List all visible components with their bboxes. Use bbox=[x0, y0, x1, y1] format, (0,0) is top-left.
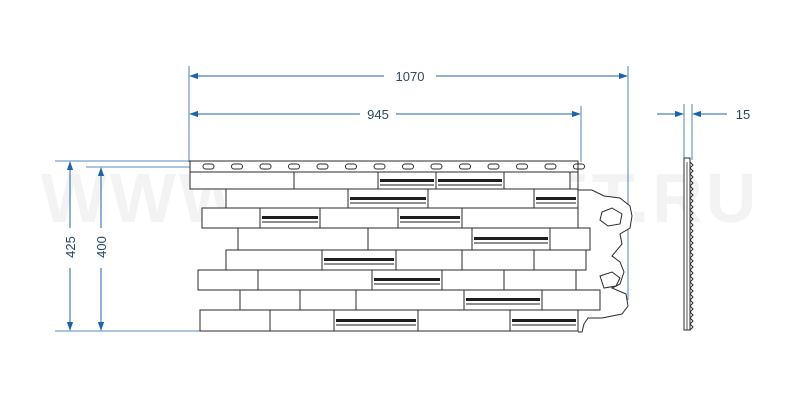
brick bbox=[199, 309, 271, 332]
nail-slot bbox=[544, 163, 557, 170]
brick bbox=[441, 269, 505, 291]
nail-slot bbox=[231, 163, 243, 170]
brick bbox=[237, 227, 369, 251]
side-profile-view bbox=[683, 157, 694, 331]
nailing-strip bbox=[189, 160, 585, 173]
dimension-face-width: 945 bbox=[189, 107, 581, 122]
dimension-face-height: 400 bbox=[94, 167, 109, 331]
nail-slot bbox=[316, 163, 329, 170]
brick bbox=[299, 289, 357, 311]
brick-groove bbox=[512, 319, 576, 322]
brick bbox=[239, 289, 301, 311]
brick-groove bbox=[400, 216, 460, 219]
brick bbox=[355, 289, 465, 311]
brick bbox=[319, 207, 399, 229]
dimension-overall-width: 1070 bbox=[189, 69, 628, 84]
nail-slot bbox=[573, 163, 585, 170]
dimension-thickness: 15 bbox=[657, 107, 750, 122]
brick bbox=[293, 171, 379, 190]
brick-groove bbox=[336, 319, 416, 322]
nail-slot bbox=[402, 163, 414, 170]
brick-groove bbox=[262, 216, 318, 219]
nail-slot bbox=[430, 163, 443, 170]
extension-lines bbox=[55, 66, 693, 332]
brick bbox=[225, 249, 323, 271]
brick-groove bbox=[474, 237, 548, 240]
brick bbox=[225, 188, 349, 209]
brick bbox=[541, 289, 601, 311]
brick bbox=[503, 269, 577, 291]
panel-right-interlock bbox=[577, 161, 633, 333]
brick bbox=[269, 309, 335, 332]
brick bbox=[533, 249, 587, 271]
brick bbox=[201, 207, 261, 229]
nail-slot bbox=[459, 163, 471, 170]
brick bbox=[395, 249, 463, 271]
brick bbox=[427, 188, 535, 209]
brick bbox=[461, 207, 579, 229]
brick bbox=[503, 171, 571, 190]
brick-groove bbox=[466, 298, 540, 301]
nail-slot bbox=[487, 163, 500, 170]
brick-courses bbox=[189, 171, 601, 332]
brick-groove bbox=[350, 197, 426, 200]
brick-groove bbox=[536, 197, 576, 200]
nail-slot bbox=[202, 163, 215, 170]
dimension-overall-height: 425 bbox=[63, 161, 78, 331]
nail-slot bbox=[345, 163, 357, 170]
brick bbox=[197, 269, 259, 291]
brick bbox=[257, 269, 373, 291]
overall-height-label: 425 bbox=[63, 236, 78, 258]
overall-width-label: 1070 bbox=[396, 69, 425, 84]
brick bbox=[461, 249, 535, 271]
brick bbox=[189, 171, 295, 190]
nail-slot bbox=[259, 163, 272, 170]
brick-groove bbox=[374, 278, 440, 281]
brick-groove bbox=[324, 258, 394, 261]
thickness-label: 15 bbox=[736, 107, 750, 122]
nail-slot bbox=[373, 163, 386, 170]
brick bbox=[367, 227, 473, 251]
brick bbox=[417, 309, 511, 332]
brick-groove bbox=[380, 179, 434, 182]
brick-groove bbox=[438, 179, 502, 182]
brick bbox=[549, 227, 591, 251]
nail-slot bbox=[516, 163, 528, 170]
face-height-label: 400 bbox=[94, 236, 109, 258]
nail-slot bbox=[288, 163, 300, 170]
face-width-label: 945 bbox=[367, 107, 389, 122]
